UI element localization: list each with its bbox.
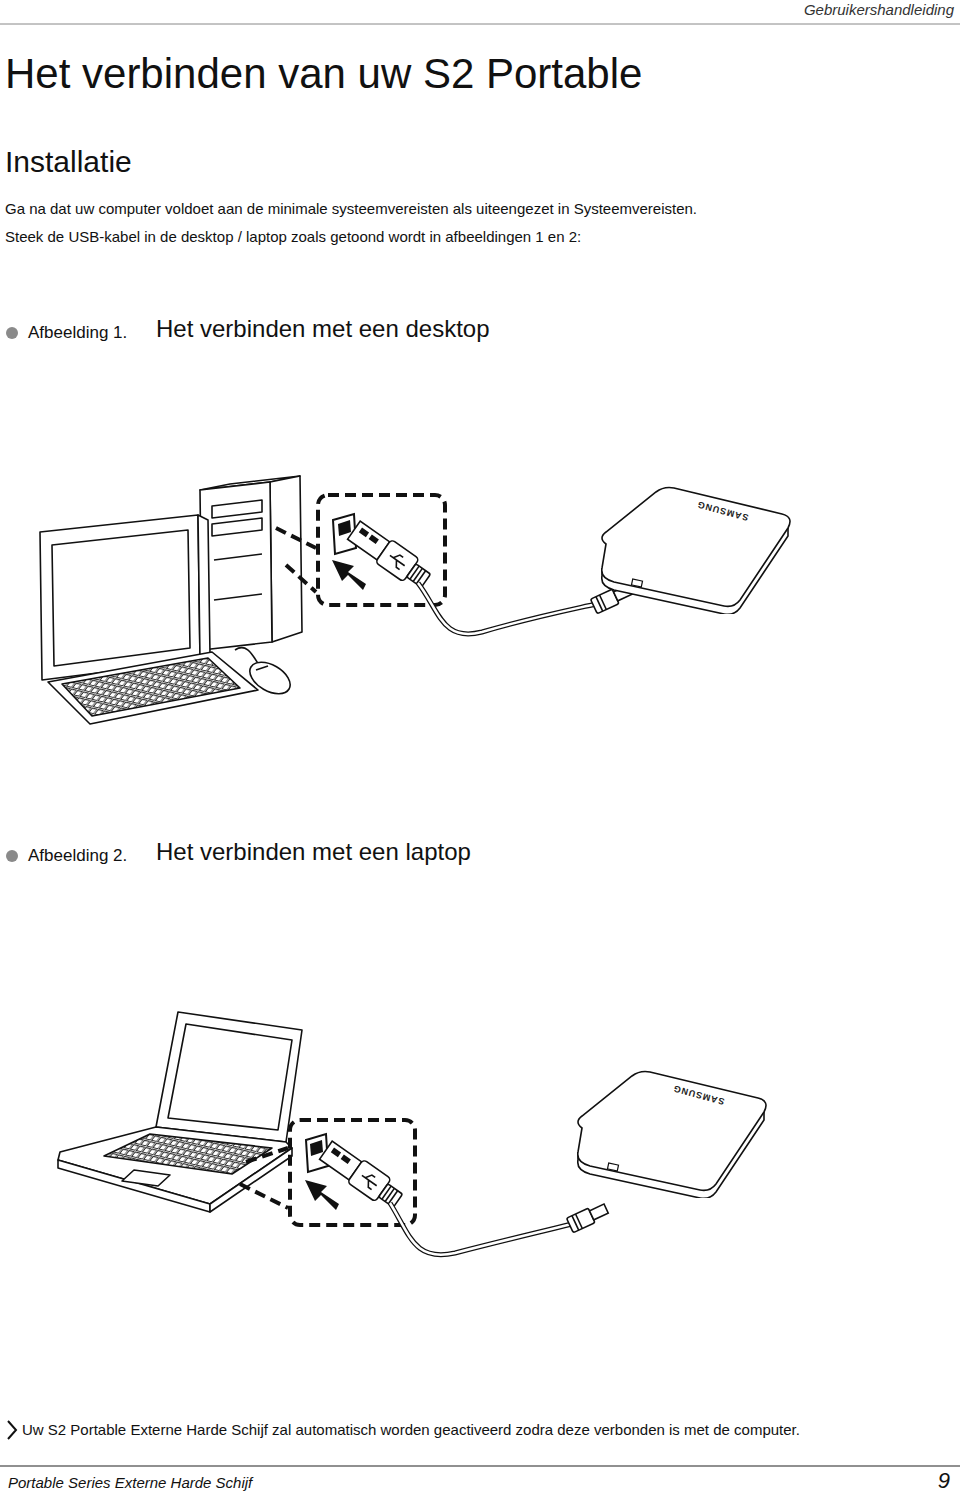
- external-drive: SAMSUNG: [572, 1068, 772, 1198]
- usb-cable: [390, 1201, 610, 1254]
- desktop-illustration: [40, 476, 302, 724]
- figure-caption: Het verbinden met een desktop: [156, 315, 490, 343]
- running-header: Gebruikershandleiding: [804, 1, 954, 18]
- bullet: [6, 327, 18, 339]
- drive-top: [578, 1072, 766, 1191]
- figure-caption: Het verbinden met een laptop: [156, 838, 471, 866]
- bullet: [6, 850, 18, 862]
- connection-callout: [240, 1120, 415, 1225]
- drive-port: [631, 579, 642, 587]
- figure-number: Afbeelding 2.: [28, 846, 127, 866]
- drive-top: [602, 488, 790, 607]
- laptop-illustration: [58, 1012, 302, 1212]
- usb-cable: [418, 582, 634, 634]
- external-drive: SAMSUNG: [596, 484, 796, 614]
- page-number: 9: [938, 1468, 950, 1493]
- section-heading: Installatie: [5, 145, 132, 180]
- footer-rule: [0, 1465, 960, 1466]
- body-text: Ga na dat uw computer voldoet aan de min…: [5, 200, 697, 217]
- note-chevron: [8, 1421, 16, 1439]
- header-rule: [0, 24, 960, 25]
- body-text: Steek de USB-kabel in de desktop / lapto…: [5, 228, 581, 245]
- note-text: Uw S2 Portable Externe Harde Schijf zal …: [22, 1421, 800, 1438]
- figure-number: Afbeelding 1.: [28, 323, 127, 343]
- footer-text: Portable Series Externe Harde Schijf: [8, 1474, 252, 1491]
- page-title: Het verbinden van uw S2 Portable: [5, 50, 642, 98]
- drive-port: [607, 1163, 618, 1171]
